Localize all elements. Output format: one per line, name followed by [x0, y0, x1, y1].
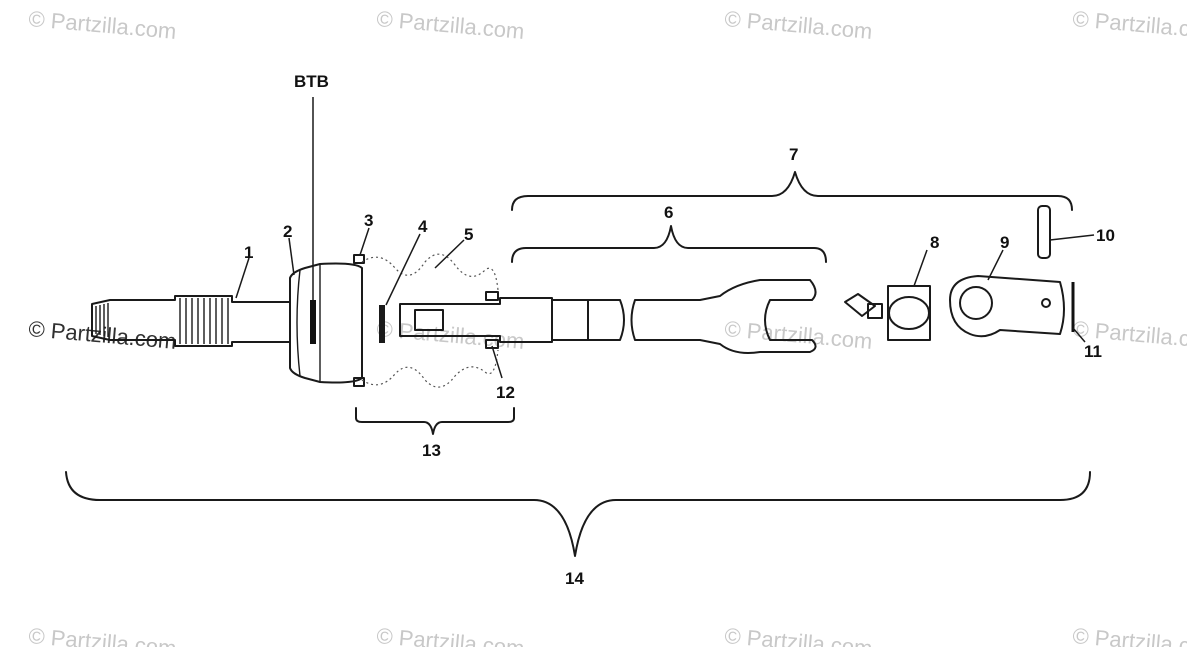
label-12: 12 [496, 383, 515, 402]
label-7: 7 [789, 145, 798, 164]
part-9-flange-yoke [949, 275, 1065, 338]
label-14: 14 [565, 569, 584, 588]
label-11: 11 [1084, 342, 1102, 361]
brace-group-13 [355, 407, 515, 435]
watermark-11: © Partzilla.com [724, 623, 874, 647]
label-4: 4 [418, 217, 428, 236]
part-3-clamp [353, 254, 365, 387]
watermark-5: © Partzilla.com [28, 316, 178, 354]
part-2-cv-housing [289, 262, 363, 384]
label-13: 13 [422, 441, 441, 460]
watermark-2: © Partzilla.com [376, 6, 526, 44]
label-btb: BTB [294, 72, 329, 91]
callout-labels: BTB 1 2 3 4 5 6 7 8 9 10 11 12 13 14 [244, 72, 1115, 588]
watermark-6: © Partzilla.com [376, 316, 526, 354]
part-8-spider [844, 285, 931, 341]
brace-group-7 [511, 171, 1073, 211]
label-10: 10 [1096, 226, 1115, 245]
part-10-pin [1037, 205, 1051, 259]
watermark-7: © Partzilla.com [724, 316, 874, 354]
watermark-layer: © Partzilla.com © Partzilla.com © Partzi… [28, 6, 1187, 647]
label-5: 5 [464, 225, 473, 244]
watermark-10: © Partzilla.com [376, 623, 526, 647]
brace-group-6 [511, 225, 827, 263]
part-5-boot [361, 253, 499, 388]
label-1: 1 [244, 243, 253, 262]
leader-lines [235, 227, 1095, 379]
btb-reference [310, 97, 316, 344]
part-4-snap-ring [379, 305, 385, 343]
watermark-4: © Partzilla.com [1072, 6, 1187, 44]
label-3: 3 [364, 211, 373, 230]
label-2: 2 [283, 222, 292, 241]
brace-group-14 [65, 471, 1091, 557]
watermark-12: © Partzilla.com [1072, 623, 1187, 647]
label-9: 9 [1000, 233, 1009, 252]
label-8: 8 [930, 233, 939, 252]
label-6: 6 [664, 203, 673, 222]
watermark-3: © Partzilla.com [724, 6, 874, 44]
watermark-1: © Partzilla.com [28, 6, 178, 44]
watermark-9: © Partzilla.com [28, 623, 178, 647]
